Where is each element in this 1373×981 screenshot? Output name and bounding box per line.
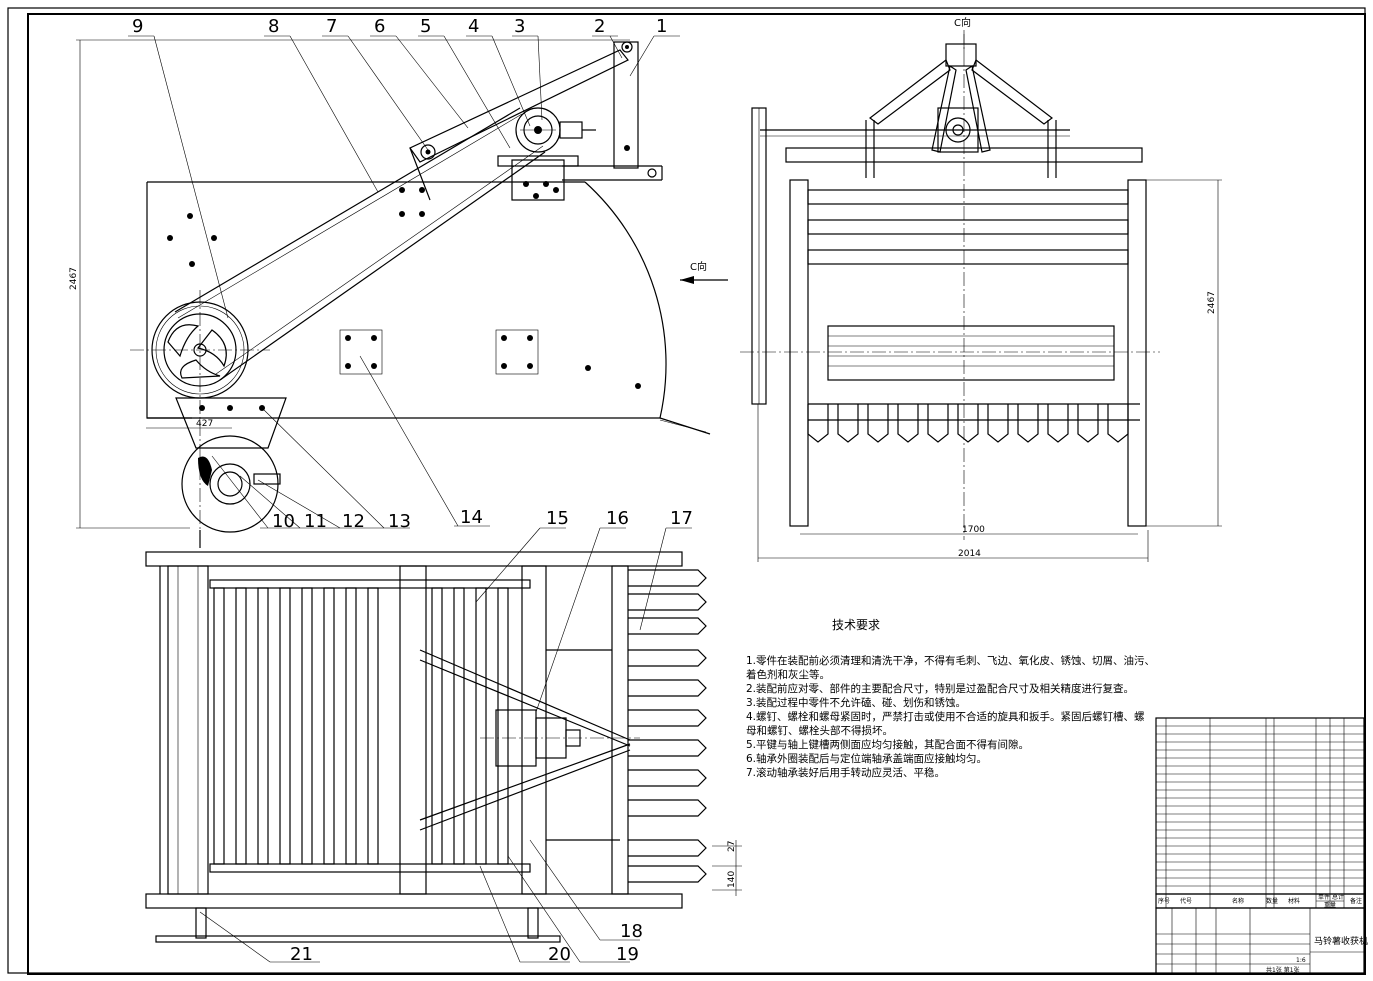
parts-header-weight: 重量 [1324, 901, 1336, 909]
balloon-15: 15 [546, 508, 569, 529]
dim-27: 27 [727, 841, 737, 852]
leader-lines-top [128, 35, 680, 529]
parts-header-unit: 单件 [1318, 893, 1330, 901]
parts-header-code: 代号 [1180, 897, 1192, 905]
balloon-19: 19 [616, 944, 639, 965]
title-scale: 1:6 [1296, 957, 1306, 964]
tech-req-line-4: 3.装配过程中零件不允许磕、碰、划伤和锈蚀。 [746, 697, 967, 709]
view-label-c-arrow: C向 [690, 260, 707, 273]
parts-list-table: 序号 代号 名称 数量 材料 单件 总计 重量 备注 [1155, 717, 1365, 909]
tech-req-line-3: 2.装配前应对零、部件的主要配合尺寸，特别是过盈配合尺寸及相关精度进行复查。 [746, 683, 1135, 695]
parts-header-remark: 备注 [1350, 897, 1362, 905]
balloon-18: 18 [620, 921, 643, 942]
top-view [145, 551, 742, 943]
title-sheet: 共1张 第1张 [1266, 966, 1300, 974]
balloon-16: 16 [606, 508, 629, 529]
balloon-20: 20 [548, 944, 571, 965]
side-view [740, 30, 1222, 562]
dim-height-right: 2467 [1207, 291, 1217, 314]
front-view [76, 39, 728, 548]
balloon-6: 6 [374, 16, 385, 37]
title-block: 马铃薯收获机 1:6 共1张 第1张 [1155, 907, 1368, 975]
balloon-2: 2 [594, 16, 605, 37]
tech-req-title: 技术要求 [832, 618, 881, 632]
balloon-7: 7 [326, 16, 337, 37]
balloon-21: 21 [290, 944, 313, 965]
title-drawing-name: 马铃薯收获机 [1314, 935, 1368, 947]
view-label-c-top: C向 [954, 16, 971, 29]
dim-2014: 2014 [958, 549, 981, 559]
balloon-14: 14 [460, 507, 483, 528]
parts-header-material: 材料 [1288, 897, 1300, 905]
balloon-3: 3 [514, 16, 525, 37]
dim-140: 140 [727, 871, 737, 888]
dim-height-left: 2467 [69, 267, 79, 290]
tech-req-line-2: 着色剂和灰尘等。 [746, 669, 830, 681]
balloon-9: 9 [132, 16, 143, 37]
dim-427: 427 [196, 419, 213, 429]
tech-req-line-6: 母和螺钉、螺栓头部不得损坏。 [746, 725, 893, 737]
parts-header-total: 总计 [1332, 893, 1344, 901]
tech-req-line-1: 1.零件在装配前必须清理和清洗干净，不得有毛刺、飞边、氧化皮、锈蚀、切屑、油污、 [746, 655, 1156, 667]
tech-req-line-5: 4.螺钉、螺栓和螺母紧固时，严禁打击或使用不合适的旋具和扳手。紧固后螺钉槽、螺 [746, 711, 1145, 723]
dim-1700: 1700 [962, 525, 985, 535]
balloon-4: 4 [468, 16, 479, 37]
frame-border [27, 13, 1366, 975]
parts-header-no: 序号 [1158, 897, 1170, 905]
parts-header-qty: 数量 [1266, 897, 1278, 905]
balloon-12: 12 [342, 511, 365, 532]
balloon-11: 11 [304, 511, 327, 532]
parts-header-name: 名称 [1232, 897, 1244, 905]
tech-req-line-8: 6.轴承外圈装配后与定位端轴承盖端面应接触均匀。 [746, 753, 988, 765]
leader-lines-bottom [199, 527, 692, 963]
balloon-10: 10 [272, 511, 295, 532]
balloon-1: 1 [656, 16, 667, 37]
tech-req-line-9: 7.滚动轴承装好后用手转动应灵活、平稳。 [746, 767, 946, 779]
balloon-5: 5 [420, 16, 431, 37]
balloon-13: 13 [388, 511, 411, 532]
balloon-labels: 9 8 7 6 5 4 3 2 1 10 11 12 13 14 15 16 1… [132, 16, 693, 965]
balloon-17: 17 [670, 508, 693, 529]
balloon-8: 8 [268, 16, 279, 37]
tech-req-line-7: 5.平键与轴上键槽两侧面应均匀接触，其配合面不得有间隙。 [746, 739, 1030, 751]
